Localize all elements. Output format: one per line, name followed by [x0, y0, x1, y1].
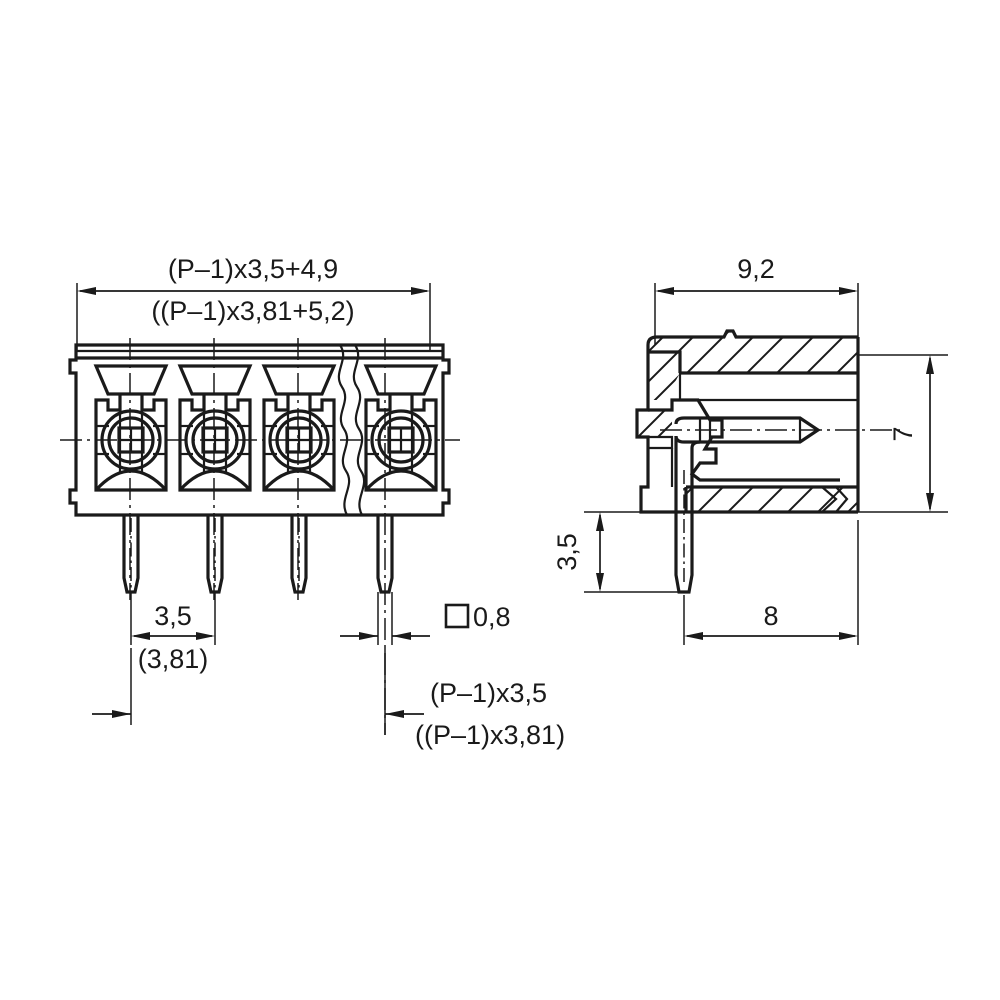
dim-pin-cross-section-label: 0,8	[473, 602, 511, 632]
dim-front-overall-alt-label: ((P–1)x3,81+5,2)	[151, 296, 354, 326]
front-view: (P–1)x3,5+4,9 ((P–1)x3,81+5,2)	[60, 254, 565, 750]
dim-pin-below: 3,5	[552, 511, 686, 593]
section-hatching-upper-left	[648, 352, 680, 400]
dim-pin-horizontal: 8	[683, 520, 859, 645]
section-hatching-bottom	[686, 487, 858, 512]
dim-side-height: 7	[858, 354, 948, 513]
dim-pitch-label: 3,5	[154, 601, 192, 631]
pole-centerlines	[129, 338, 386, 735]
pole-unit-3	[261, 364, 337, 594]
dim-pin-span: (P–1)x3,5 ((P–1)x3,81)	[92, 648, 565, 750]
dim-pin-span-alt-label: ((P–1)x3,81)	[415, 720, 565, 750]
dim-side-depth: 9,2	[654, 254, 859, 345]
dim-front-overall: (P–1)x3,5+4,9 ((P–1)x3,81+5,2)	[76, 254, 431, 350]
dim-side-depth-label: 9,2	[737, 254, 775, 284]
dim-front-overall-label: (P–1)x3,5+4,9	[168, 254, 338, 284]
section-hatching-top	[648, 331, 858, 373]
pole-unit-4	[363, 364, 439, 594]
section-hatching-left-block	[637, 410, 672, 437]
pole-unit-2	[177, 364, 253, 594]
dim-pin-horizontal-label: 8	[763, 601, 778, 631]
side-view: 9,2	[552, 254, 948, 645]
dim-pin-cross-section: 0,8	[340, 592, 511, 645]
break-line	[337, 344, 366, 516]
dim-pitch-alt-label: (3,81)	[138, 644, 209, 674]
dim-pin-span-label: (P–1)x3,5	[430, 678, 547, 708]
side-housing-outline	[635, 329, 860, 514]
dim-pin-below-label: 3,5	[552, 533, 582, 571]
housing-body	[68, 343, 451, 517]
dim-side-height-label: 7	[888, 426, 918, 441]
square-symbol	[444, 603, 470, 629]
dim-pitch: 3,5 (3,81)	[130, 592, 216, 674]
right-angle-pin	[660, 416, 900, 594]
pole-unit-1	[93, 364, 169, 594]
